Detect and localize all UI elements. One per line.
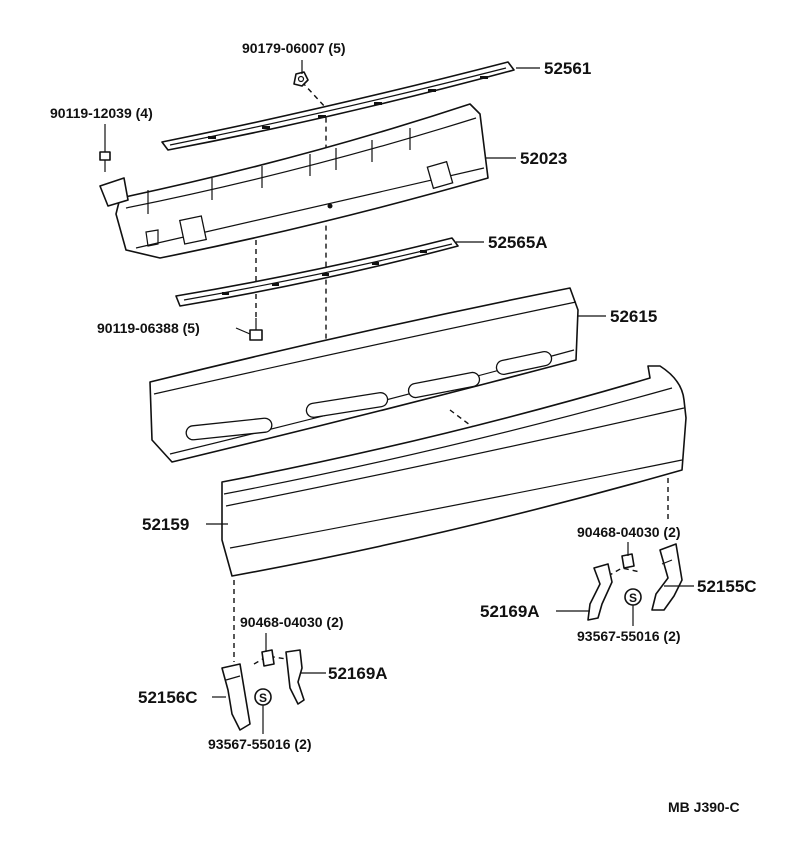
reinforcement-52023 [99, 103, 489, 259]
label-52169a-left: 52169A [328, 664, 388, 683]
label-52155c: 52155C [697, 577, 757, 596]
label-90179-06007: 90179-06007 (5) [242, 40, 346, 56]
label-90468-04030-right: 90468-04030 (2) [577, 524, 681, 540]
label-90468-04030-left: 90468-04030 (2) [240, 614, 344, 630]
clip-90468-right-icon [621, 553, 635, 569]
retainer-strip-52561 [161, 61, 515, 151]
bracket-52155c-icon [651, 543, 683, 611]
bolt-90119-12039-icon [99, 151, 111, 172]
label-52169a-right: 52169A [480, 602, 540, 621]
label-52565a: 52565A [488, 233, 548, 252]
leader-lines [104, 60, 694, 734]
label-52023: 52023 [520, 149, 567, 168]
figure-code: MB J390-C [668, 799, 740, 815]
washer-right-symbol: S [629, 591, 637, 605]
label-52159: 52159 [142, 515, 189, 534]
retainer-strip-52565a [175, 237, 459, 307]
bumper-cover-52159 [221, 365, 687, 577]
label-52561: 52561 [544, 59, 591, 78]
label-52156c: 52156C [138, 688, 198, 707]
bracket-52156c-icon [221, 663, 251, 731]
absorber-52615 [149, 287, 579, 463]
label-90119-12039: 90119-12039 (4) [50, 105, 153, 121]
washer-left-symbol: S [259, 691, 267, 705]
label-93567-55016-right: 93567-55016 (2) [577, 628, 681, 644]
nut-90179-icon [293, 71, 309, 87]
label-52615: 52615 [610, 307, 657, 326]
bracket-52169a-right-icon [587, 563, 613, 621]
bracket-group-left: S [221, 649, 305, 731]
bracket-52169a-left-icon [285, 649, 305, 705]
clip-90468-left-icon [261, 649, 275, 667]
bolt-90119-06388-icon [249, 318, 263, 341]
bracket-group-right: S [587, 543, 683, 621]
label-93567-55016-left: 93567-55016 (2) [208, 736, 312, 752]
label-90119-06388: 90119-06388 (5) [97, 320, 200, 336]
part-labels: 52561 52023 52565A 52615 52159 52155C 52… [50, 40, 757, 815]
